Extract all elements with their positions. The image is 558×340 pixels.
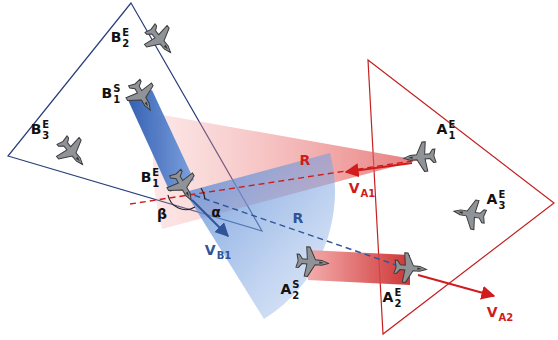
blue-trajectory-band xyxy=(128,90,194,192)
aircraft-label: BS1 xyxy=(102,84,121,105)
velocity-arrow xyxy=(418,275,494,296)
velocity-label: VA2 xyxy=(487,305,514,323)
aircraft-label: BE1 xyxy=(141,168,160,189)
blue-range-line xyxy=(185,192,405,268)
range-label: R xyxy=(300,153,311,167)
aircraft-label: AS2 xyxy=(280,280,299,301)
aircraft-label: BE2 xyxy=(111,28,130,49)
angle-label: α xyxy=(211,205,221,219)
velocity-label: VA1 xyxy=(349,181,376,199)
range-label: R xyxy=(293,211,304,225)
aircraft-label: BE3 xyxy=(31,120,50,141)
red-range-line xyxy=(130,160,418,204)
aircraft xyxy=(51,19,488,284)
velocity-arrow xyxy=(192,200,228,236)
aircraft-label: AE2 xyxy=(383,288,402,309)
aircraft-label: AE3 xyxy=(487,190,506,211)
red-trajectory-band xyxy=(308,250,410,285)
velocity-label: VB1 xyxy=(205,243,231,261)
velocity-arrow xyxy=(346,163,412,172)
red-formation-triangle xyxy=(368,60,554,334)
aircraft-label: AE1 xyxy=(437,120,456,141)
angle-label: β xyxy=(157,207,167,221)
alpha-arc xyxy=(201,188,205,199)
